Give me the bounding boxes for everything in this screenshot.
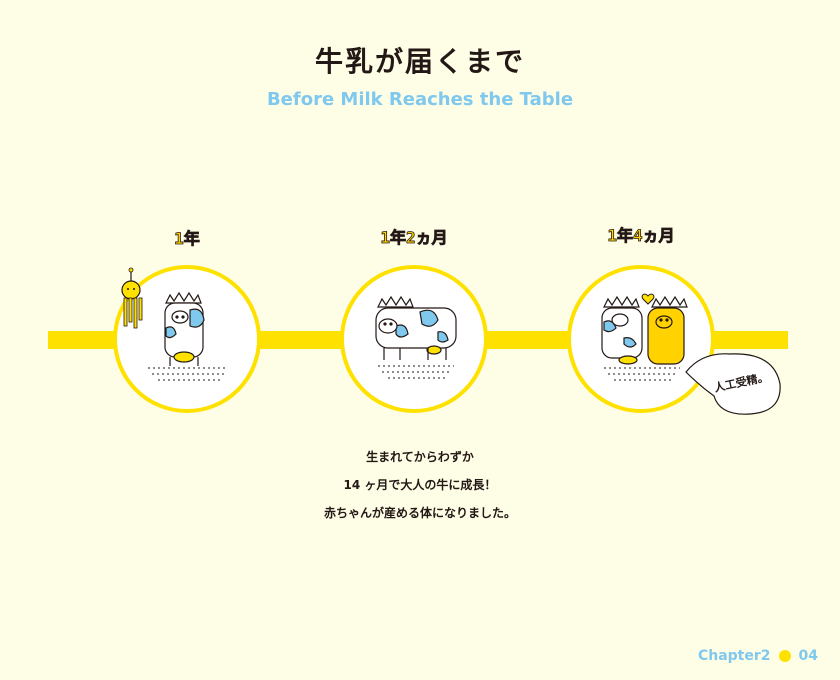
- heart-icon: [641, 293, 655, 305]
- page-footer: Chapter2 04: [698, 648, 818, 664]
- grass-dots-1: [148, 367, 228, 381]
- stage-circle-1: [113, 265, 261, 413]
- grass-dots-3: [604, 367, 680, 381]
- page-title: 牛乳が届くまで: [314, 45, 525, 78]
- stage-circle-2: [340, 265, 488, 413]
- cow-illustration-3: [601, 295, 643, 365]
- stage-label-3: 1年4ヵ月: [607, 226, 674, 245]
- page-subtitle: Before Milk Reaches the Table: [266, 89, 574, 110]
- footer-dot-icon: [778, 650, 791, 662]
- jellyfish-mascot-icon: [121, 267, 143, 329]
- caption-line-1: 生まれてからわずか: [366, 450, 474, 464]
- stage-circle-3: [567, 265, 715, 413]
- cow-illustration-1: [164, 291, 205, 366]
- stage-label-2: 1年2ヵ月: [380, 228, 447, 247]
- cow-illustration-4: [647, 295, 688, 365]
- caption-line-3: 赤ちゃんが産める体になりました。: [323, 506, 516, 520]
- cow-illustration-2: [375, 295, 457, 360]
- caption-line-2: 14 ヶ月で大人の牛に成長！: [343, 478, 497, 492]
- page-number: 04: [798, 648, 818, 664]
- speech-bubble: 人工受精。: [685, 353, 781, 415]
- chapter-label: Chapter2: [697, 648, 771, 664]
- grass-dots-2: [378, 365, 454, 379]
- stage-label-1: 1年: [174, 229, 200, 248]
- caption: 生まれてからわずか 14 ヶ月で大人の牛に成長！ 赤ちゃんが産める体になりました…: [0, 443, 840, 527]
